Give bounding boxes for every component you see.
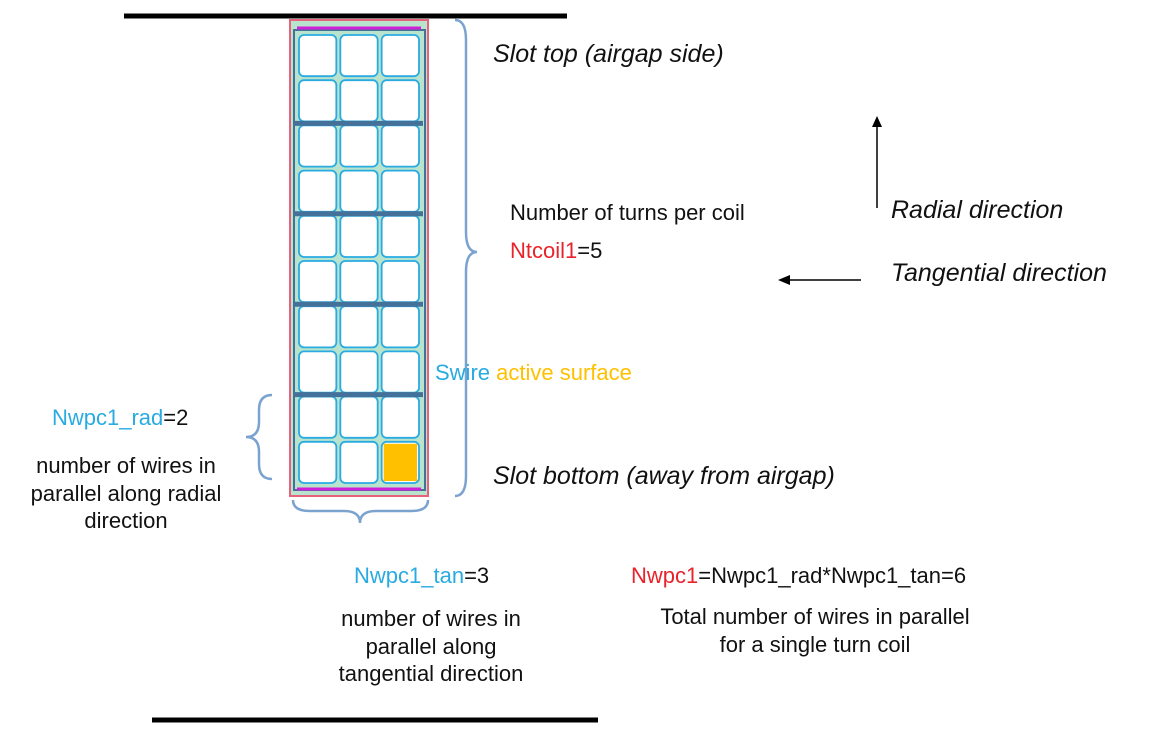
nwpc-total-desc-line: for a single turn coil	[719, 631, 911, 657]
wire-cell	[380, 124, 420, 168]
nwpc-tan-desc-line: number of wires in	[341, 606, 521, 631]
wire-cell	[298, 124, 338, 168]
wire-cell	[339, 305, 379, 349]
tangential-arrow-head	[778, 275, 790, 285]
nwpc-total-expression: Nwpc1=Nwpc1_rad*Nwpc1_tan=6	[631, 563, 966, 589]
nwpc-tan-desc-line: tangential direction	[338, 661, 524, 686]
swire-annotation: Swire active surface	[435, 360, 632, 386]
ntcoil-variable: Ntcoil1	[510, 238, 578, 263]
wire-grid	[298, 34, 420, 484]
nwpc-tan-variable: Nwpc1_tan	[354, 563, 465, 588]
swire-variable: Swire	[435, 360, 491, 385]
wire-cell	[380, 350, 420, 394]
radial-arrow-head	[872, 116, 882, 127]
swire-description: active surface	[496, 360, 632, 385]
turn-separators	[295, 120, 423, 398]
wire-cell	[298, 34, 338, 78]
active-wire-surface	[383, 443, 417, 481]
ntcoil-expression: Ntcoil1=5	[510, 238, 602, 264]
wire-cell	[298, 395, 338, 439]
nwpc-tan-value: =3	[464, 563, 490, 588]
wire-cell	[380, 395, 420, 439]
radial-wires-brace	[245, 393, 273, 481]
nwpc-total-desc-line: Total number of wires in parallel	[660, 604, 970, 629]
wire-cell	[339, 169, 379, 213]
nwpc-rad-desc-line: parallel along radial	[30, 480, 222, 506]
wire-cell	[339, 34, 379, 78]
slot-height-brace	[454, 18, 478, 498]
tangential-wires-brace	[291, 499, 430, 524]
slot-top-label: Slot top (airgap side)	[493, 40, 724, 68]
slot-bottom-label: Slot bottom (away from airgap)	[493, 462, 835, 490]
nwpc-rad-desc-line: direction	[84, 508, 168, 533]
nwpc-rad-expression: Nwpc1_rad=2	[52, 405, 188, 431]
wire-cell	[380, 34, 420, 78]
nwpc-rad-description: number of wires in parallel along radial…	[0, 452, 252, 535]
nwpc-tan-expression: Nwpc1_tan=3	[354, 563, 489, 589]
nwpc-total-formula: =Nwpc1_rad*Nwpc1_tan=6	[698, 563, 967, 588]
wire-cell	[339, 440, 379, 484]
wire-cell	[298, 305, 338, 349]
wire-cell	[298, 350, 338, 394]
wire-cell	[339, 79, 379, 123]
turns-per-coil-caption: Number of turns per coil	[510, 200, 745, 225]
tangential-direction-label: Tangential direction	[891, 259, 1107, 287]
ntcoil-value: =5	[577, 238, 603, 263]
nwpc-rad-desc-line: number of wires in	[36, 453, 216, 478]
wire-cell	[298, 169, 338, 213]
nwpc-rad-value: =2	[163, 405, 189, 430]
wire-cell	[339, 124, 379, 168]
nwpc-total-description: Total number of wires in parallel for a …	[615, 603, 1015, 658]
nwpc-tan-description: number of wires in parallel along tangen…	[315, 605, 547, 688]
wire-cell	[298, 260, 338, 304]
wire-cell	[380, 260, 420, 304]
radial-direction-label: Radial direction	[891, 196, 1064, 224]
wire-cell	[339, 350, 379, 394]
wire-cell	[339, 260, 379, 304]
nwpc-total-variable: Nwpc1	[631, 563, 699, 588]
wire-cell	[380, 214, 420, 258]
nwpc-rad-variable: Nwpc1_rad	[52, 405, 164, 430]
wire-cell	[339, 214, 379, 258]
wire-cell	[339, 395, 379, 439]
wire-cell	[298, 440, 338, 484]
wire-cell	[380, 305, 420, 349]
wire-cell	[298, 79, 338, 123]
wire-cell	[298, 214, 338, 258]
nwpc-tan-desc-line: parallel along	[365, 633, 497, 659]
wire-cell	[380, 169, 420, 213]
wire-cell	[380, 79, 420, 123]
